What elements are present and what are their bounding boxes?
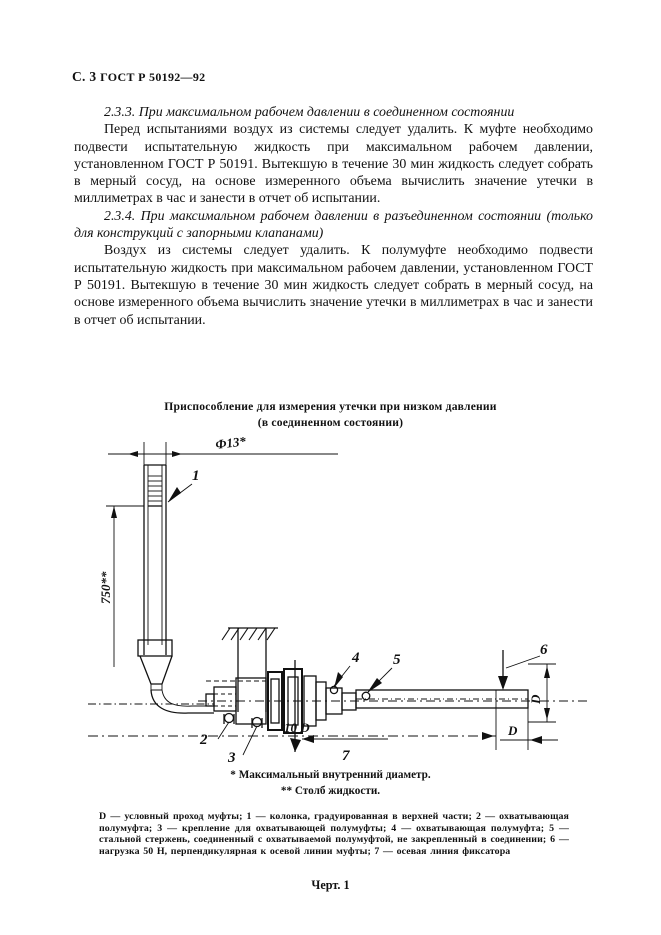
callout-5: 5 [393, 652, 401, 668]
technical-drawing: Ф13* 1 750** [88, 432, 588, 762]
page-marker: С. 3 [72, 69, 97, 84]
footnote-one-star: * Максимальный внутренний диаметр. [230, 769, 431, 781]
dimension-offset: D [507, 723, 518, 738]
dimension-bar-depth: D [528, 694, 543, 705]
clause-2-3-3-heading: 2.3.3. При максимальном рабочем давлении… [104, 105, 515, 120]
body-text: 2.3.3. При максимальном рабочем давлении… [74, 104, 593, 329]
figure-legend: D — условный проход муфты; 1 — колонка, … [99, 811, 569, 857]
standard-number: ГОСТ Р 50192—92 [100, 70, 206, 84]
callout-7: 7 [342, 748, 350, 762]
footnote-two-star: ** Столб жидкости. [280, 784, 381, 797]
callout-2: 2 [199, 732, 208, 748]
figure-title-line-1: Приспособление для измерения утечки при … [164, 400, 497, 413]
page-header: С. 3 ГОСТ Р 50192—92 [72, 69, 205, 85]
dimension-diameter: Ф13* [215, 433, 248, 452]
figure-footnotes: * Максимальный внутренний диаметр. ** Ст… [0, 768, 661, 799]
callout-1: 1 [192, 468, 200, 484]
callout-4: 4 [351, 650, 360, 666]
figure-title: Приспособление для измерения утечки при … [0, 399, 661, 431]
callout-3: 3 [227, 750, 236, 762]
clause-2-3-4-text: Воздух из системы следует удалить. К пол… [74, 243, 593, 328]
dimension-length: 10 D [284, 720, 310, 735]
clause-2-3-4-heading: 2.3.4. При максимальном рабочем давлении… [74, 208, 593, 242]
figure-title-line-2: (в соединенном состоянии) [257, 416, 404, 429]
figure-caption: Черт. 1 [311, 878, 350, 892]
dimension-height: 750** [98, 571, 113, 604]
callout-6: 6 [540, 642, 548, 658]
clause-2-3-3-text: Перед испытаниями воздух из системы след… [74, 122, 593, 207]
